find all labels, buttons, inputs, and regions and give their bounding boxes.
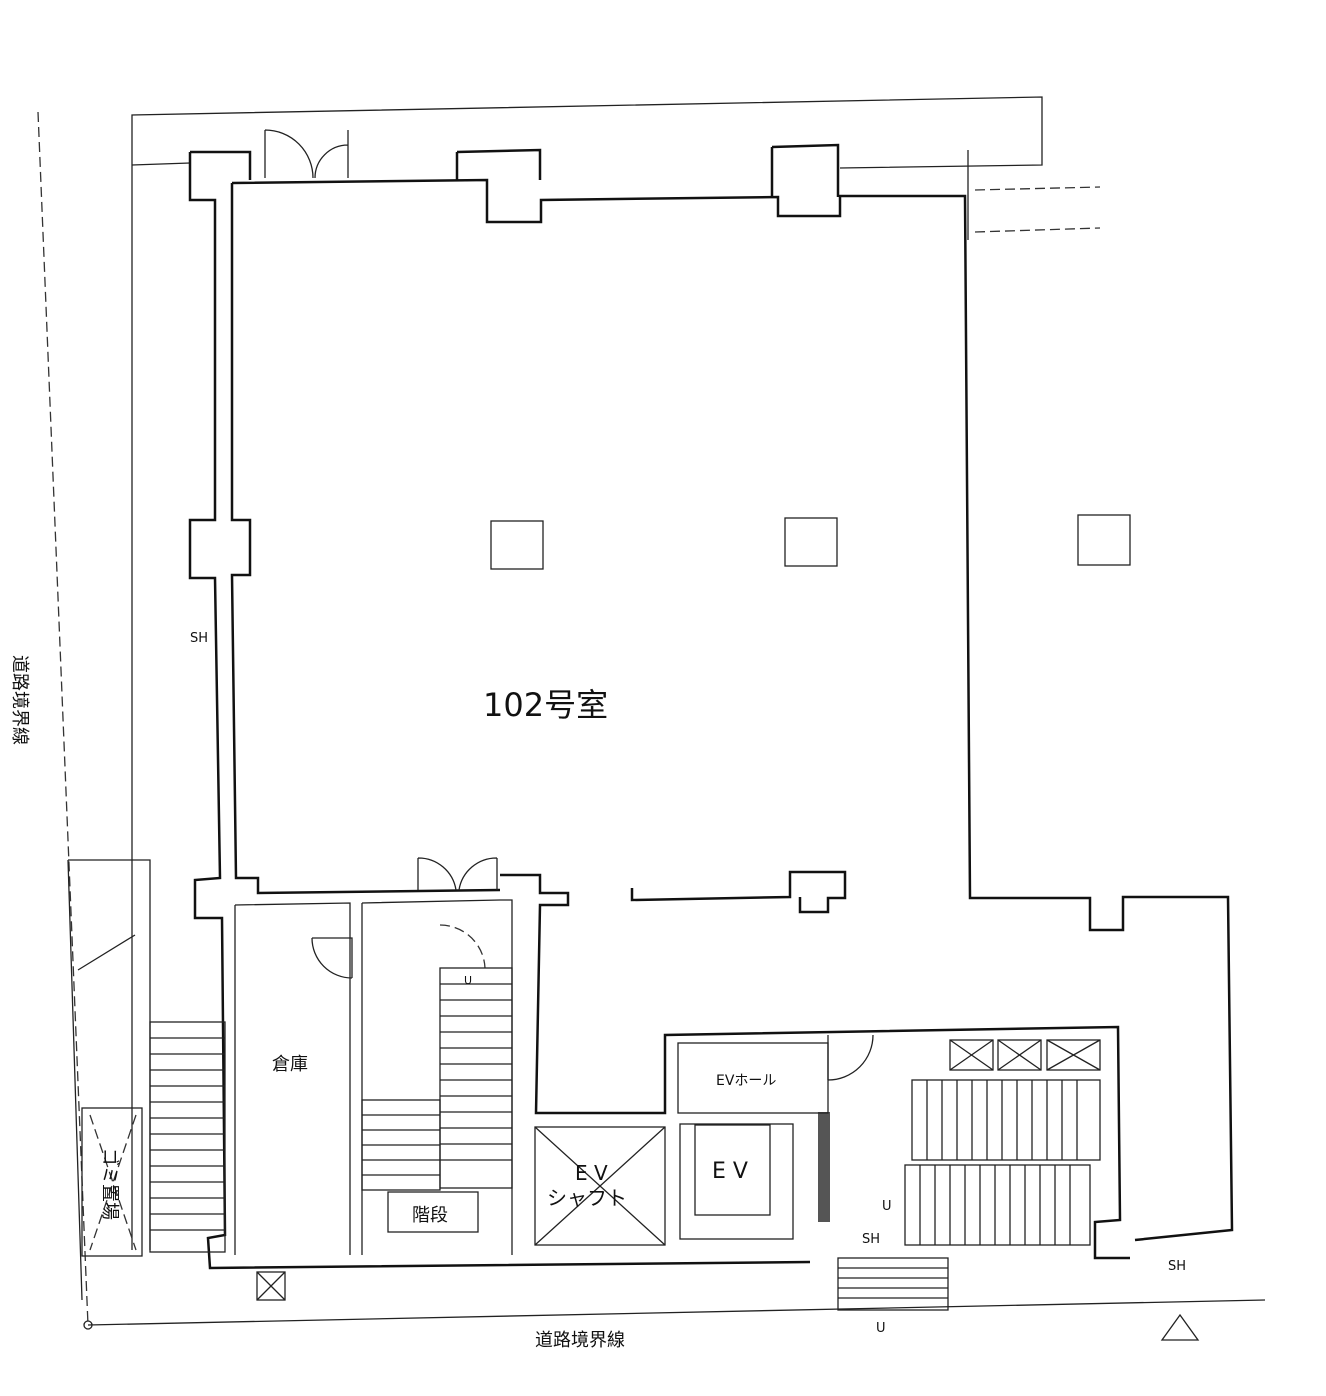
partition-wall	[630, 870, 847, 914]
outer-wall-left	[230, 183, 501, 895]
stair-outline	[837, 1257, 949, 1311]
road-boundary-bottom-label: 道路境界線	[535, 1330, 625, 1351]
u-label: U	[882, 1199, 892, 1214]
door-storage	[311, 937, 353, 979]
stair-room-wall	[234, 899, 513, 1255]
entrance-steps	[837, 1257, 949, 1311]
double-door-top	[264, 129, 349, 179]
ev-car	[694, 1124, 771, 1216]
sh-label: SH	[862, 1232, 880, 1247]
ev-hoistway	[679, 1123, 794, 1240]
left-stairs	[149, 1021, 226, 1253]
site-top-boundary	[131, 96, 1043, 1250]
stair-outline	[439, 967, 513, 1189]
stairs-label: 階段	[412, 1205, 448, 1226]
hatched-wall	[818, 1112, 830, 1222]
stair-outline	[911, 1079, 1101, 1161]
site-inner-line	[131, 162, 191, 166]
sh-label: SH	[190, 631, 208, 646]
door-ev-hall	[827, 1034, 874, 1081]
stair-outline	[149, 1021, 226, 1253]
ev-shaft	[534, 1126, 666, 1246]
room-102-walls	[231, 178, 1234, 1242]
ev-hall-label: EVホール	[716, 1073, 776, 1089]
boundary-corner	[83, 1320, 93, 1330]
core-wall	[500, 873, 1130, 1260]
neighbor-line	[974, 186, 1101, 191]
garbage-label: ゴミ置場	[99, 1148, 120, 1220]
ev-shaft-cross	[534, 1126, 666, 1246]
u-label: U	[464, 974, 472, 987]
road-boundary-left-label: 道路境界線	[9, 655, 30, 745]
stair-outline	[904, 1164, 1091, 1246]
column	[784, 517, 838, 567]
column	[1077, 514, 1131, 566]
sh-label: SH	[1168, 1259, 1186, 1274]
garbage-area	[81, 1107, 143, 1257]
ev-hall-room	[677, 1042, 829, 1114]
neighbor-line	[974, 227, 1101, 233]
garbage-cross	[89, 1114, 137, 1251]
ev-shaft-label-2: シャフト	[547, 1186, 627, 1210]
north-marker-shape	[1160, 1313, 1200, 1341]
door-stair	[439, 924, 486, 969]
center-stairs	[361, 967, 513, 1191]
double-door-room	[417, 857, 498, 891]
ev-label: E V	[712, 1159, 748, 1184]
ev-shaft-label-1: E V	[575, 1161, 608, 1185]
left-corridor	[67, 859, 151, 1301]
u-label: U	[876, 1321, 886, 1336]
road-boundary-left-line	[37, 111, 89, 1326]
outer-wall-top	[188, 150, 811, 1270]
vent-boxes	[256, 1039, 1101, 1301]
stairs-label-box	[387, 1191, 479, 1233]
column	[490, 520, 544, 570]
right-stairs	[904, 1079, 1101, 1246]
room-label: 102号室	[483, 686, 608, 724]
storage-label: 倉庫	[272, 1054, 308, 1075]
road-boundary-bottom-line	[87, 1299, 1266, 1326]
top-wall-pier	[455, 143, 840, 197]
